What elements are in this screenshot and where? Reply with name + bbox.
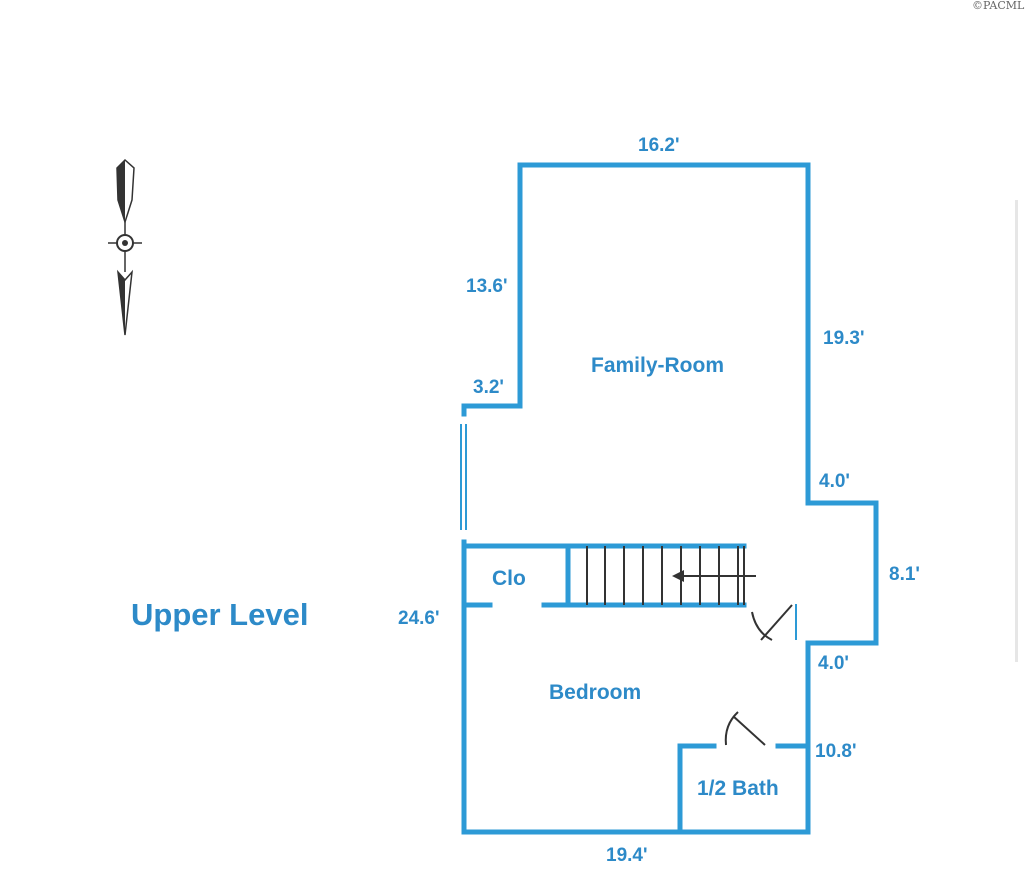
dim-top: 16.2' — [638, 135, 680, 156]
family-room-label: Family-Room — [591, 354, 724, 377]
sliding-door — [460, 424, 467, 530]
dim-bump-top: 4.0' — [819, 471, 850, 492]
exterior-wall-upper-left — [461, 162, 523, 417]
level-title: Upper Level — [131, 597, 308, 632]
dim-right-upper: 19.3' — [823, 328, 865, 349]
half-bath-label: 1/2 Bath — [697, 777, 779, 800]
scrollbar[interactable] — [1015, 200, 1018, 662]
closet-label: Clo — [492, 567, 526, 590]
bath-door — [724, 711, 766, 746]
dim-left-step: 3.2' — [473, 377, 504, 398]
bedroom-label: Bedroom — [549, 681, 641, 704]
dim-right-lower: 10.8' — [815, 741, 857, 762]
dim-bump-side: 8.1' — [889, 564, 920, 585]
north-arrow-compass-icon — [108, 158, 142, 336]
dim-left-upper: 13.6' — [466, 276, 508, 297]
dim-bump-bottom: 4.0' — [818, 653, 849, 674]
dim-left-overall: 24.6' — [398, 608, 440, 629]
stair-direction-arrow-icon — [672, 570, 756, 582]
copyright-text: ©PACMLS — [972, 0, 1025, 12]
bath-wall — [677, 743, 717, 835]
dim-bottom: 19.4' — [606, 845, 648, 866]
bedroom-door — [751, 604, 797, 641]
exterior-wall — [461, 162, 879, 835]
